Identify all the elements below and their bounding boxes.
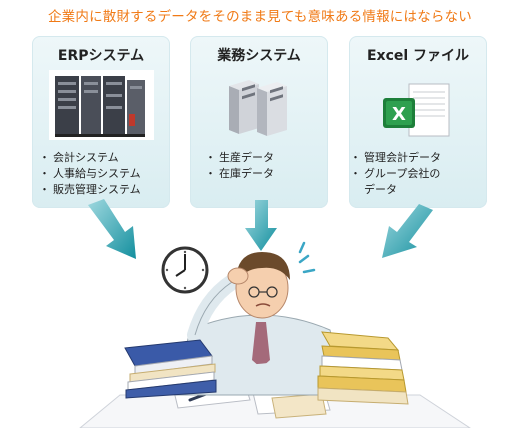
list-item: 販売管理システム	[39, 182, 141, 198]
desktop-tower-servers-icon	[229, 80, 287, 136]
panel-title-business: 業務システム	[217, 48, 301, 64]
panel-title-erp: ERPシステム	[57, 48, 145, 64]
panel-erp-items: 会計システム 人事給与システム 販売管理システム	[39, 150, 141, 198]
list-item: 会計システム	[39, 150, 141, 166]
excel-file-icon: X	[383, 83, 450, 137]
list-item: グループ会社の データ	[350, 166, 441, 198]
panel-business-items: 生産データ 在庫データ	[205, 150, 274, 182]
panel-business: 業務システム 生産データ 在庫データ	[190, 36, 328, 208]
list-item: 人事給与システム	[39, 166, 141, 182]
arrow-left	[88, 199, 136, 259]
panel-excel: Excel ファイル X 管理会計データ グループ会社の データ	[349, 36, 487, 208]
list-item: 管理会計データ	[350, 150, 441, 166]
folder-stack-right	[317, 331, 409, 405]
panel-title-excel: Excel ファイル	[366, 48, 470, 64]
headline: 企業内に散財するデータをそのまま見ても意味ある情報にはならない	[47, 9, 473, 25]
panel-erp: ERPシステム 会計システム 人事給与システム 販売管理システム	[32, 36, 170, 208]
folder-stack-left	[124, 339, 217, 399]
arrow-right	[382, 204, 433, 258]
list-item: 在庫データ	[205, 166, 274, 182]
list-item: 生産データ	[205, 150, 274, 166]
clock-icon	[161, 246, 209, 294]
panel-excel-items: 管理会計データ グループ会社の データ	[350, 150, 441, 198]
server-rack-icon	[49, 70, 154, 140]
svg-text:X: X	[392, 104, 406, 125]
